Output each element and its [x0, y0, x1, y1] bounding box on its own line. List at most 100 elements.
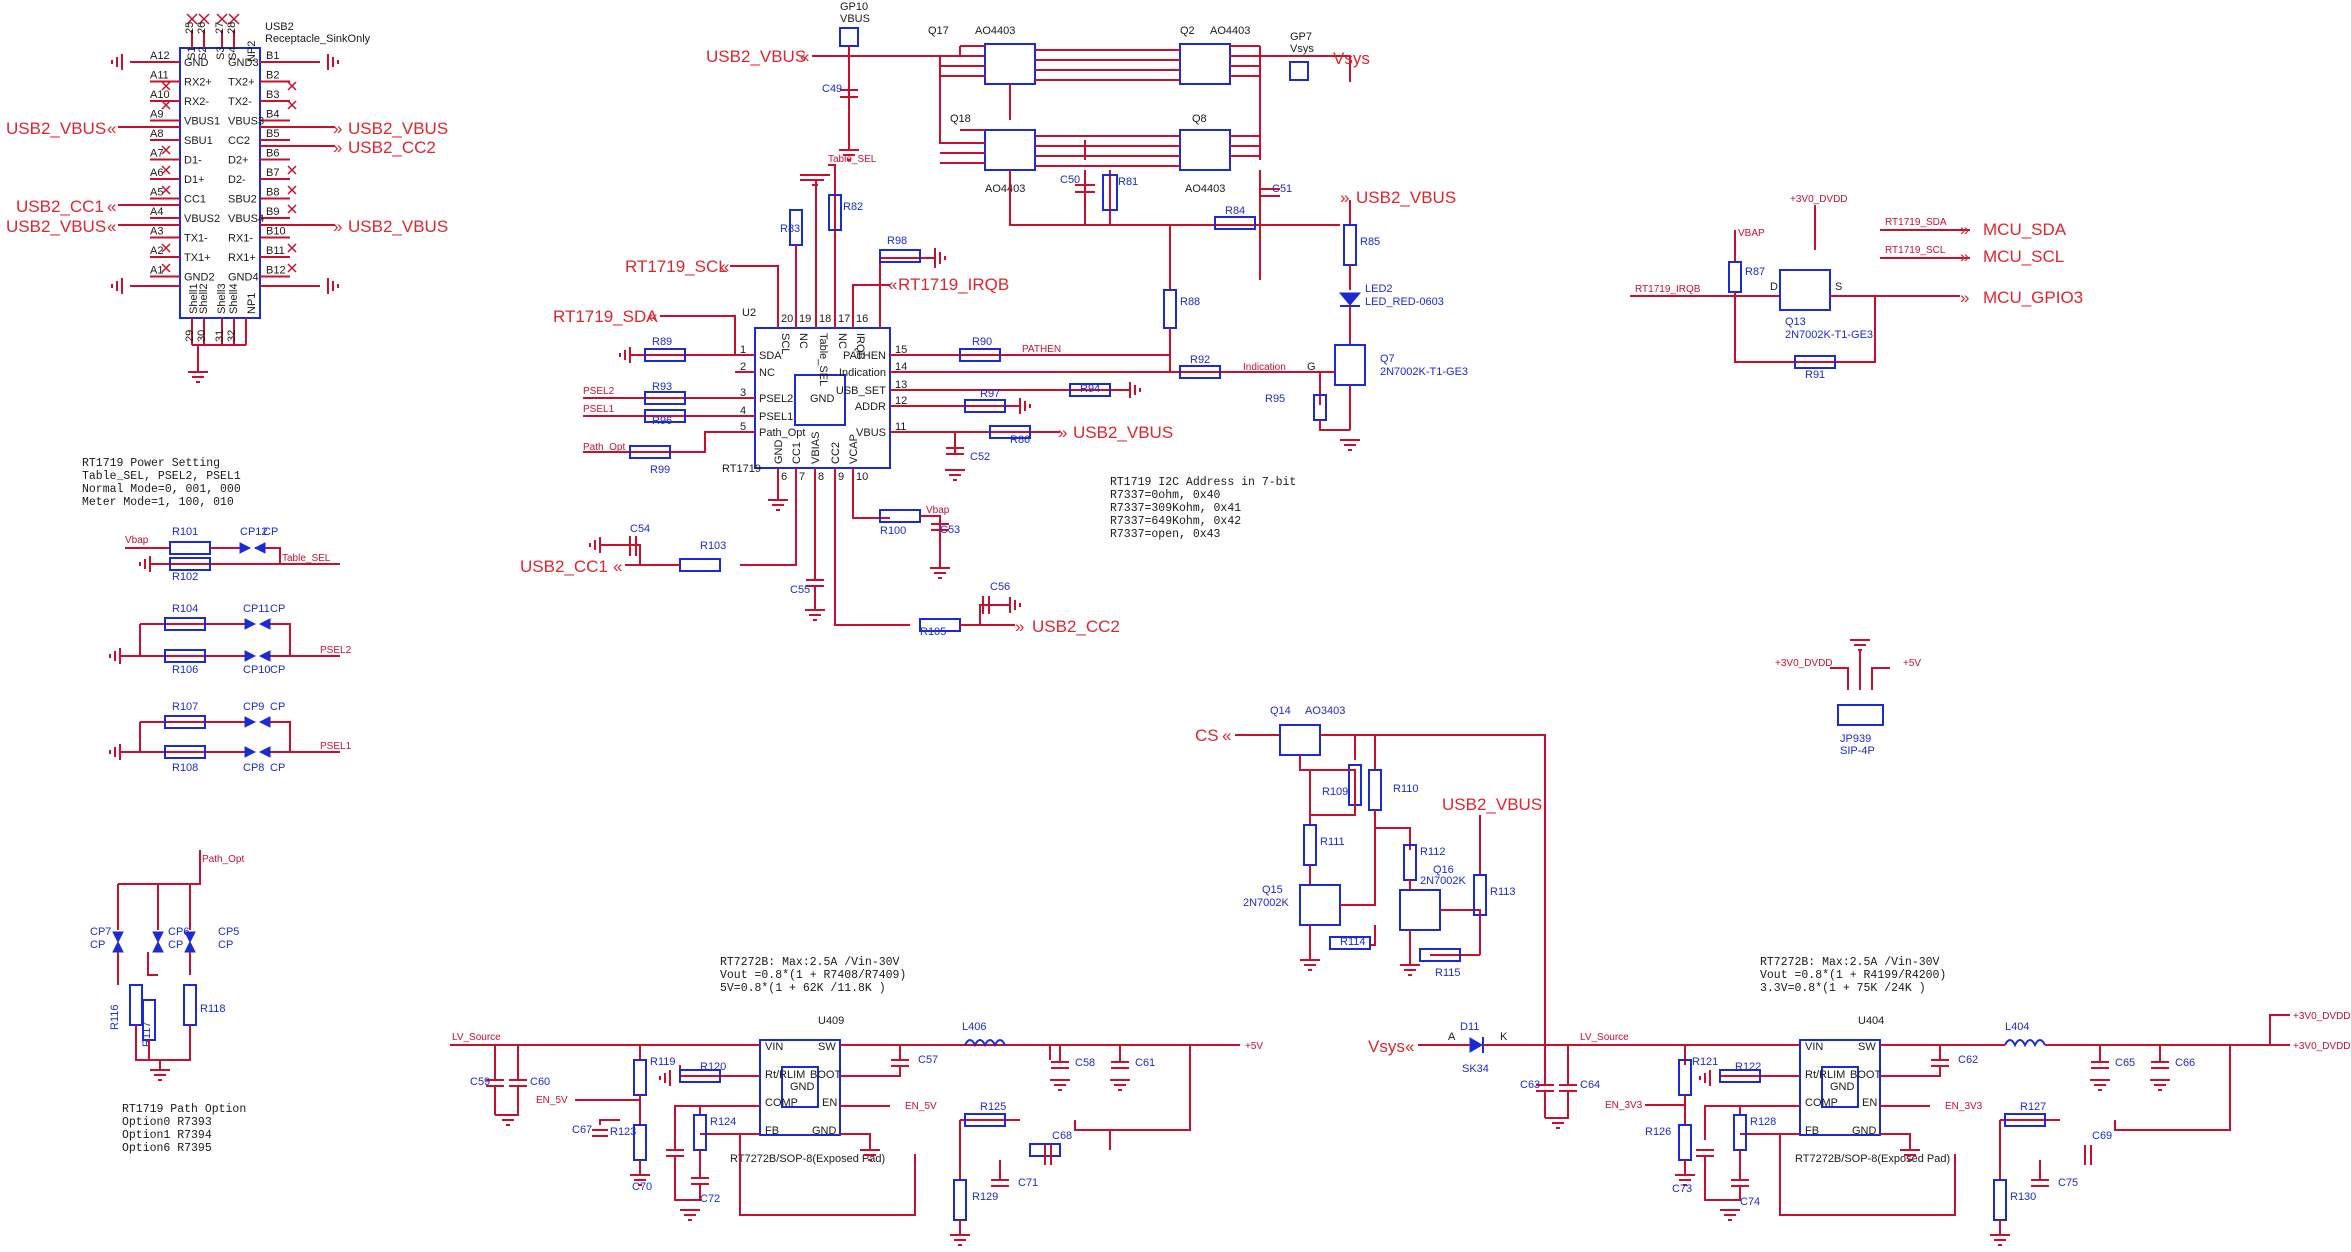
svg-text:C60: C60	[530, 1076, 550, 1088]
net-en-3v3-right: EN_3V3	[1945, 1101, 1983, 1112]
svg-text:R87: R87	[1745, 266, 1765, 278]
svg-text:CP: CP	[270, 664, 285, 676]
svg-text:R130: R130	[2010, 1191, 2036, 1203]
usb2-pin-name: D1+	[184, 174, 205, 186]
regulator-3v3: RT7272B: Max:2.5A /Vin-30V Vout =0.8*(1 …	[1605, 956, 2351, 1246]
u2-pin-num: 9	[838, 471, 844, 483]
net-rt1719-scl: RT1719_SCL	[625, 257, 728, 276]
svg-text:L406: L406	[962, 1021, 986, 1033]
svg-text:U2: U2	[742, 307, 756, 319]
cp12-icon	[239, 542, 266, 554]
svg-text:K: K	[1500, 1031, 1508, 1043]
svg-text:RT7272B: Max:2.5A /Vin-30V: RT7272B: Max:2.5A /Vin-30V	[720, 956, 900, 969]
gp7-pad	[1289, 61, 1309, 81]
svg-text:U409: U409	[818, 1015, 844, 1027]
svg-text:CP8: CP8	[243, 762, 264, 774]
u2-pin-name: SDA	[759, 350, 782, 362]
usb2-pin-num: A12	[150, 50, 170, 62]
net-vsys-d11: Vsys	[1368, 1037, 1405, 1056]
net-vbap-left: Vbap	[125, 535, 149, 546]
q13-mosfet	[1779, 269, 1831, 311]
net-5v-jp: +5V	[1903, 658, 1921, 669]
svg-text:2N7002K-T1-GE3: 2N7002K-T1-GE3	[1380, 366, 1468, 378]
svg-text:R91: R91	[1805, 369, 1825, 381]
svg-text:C70: C70	[632, 1181, 652, 1193]
net-3v0-dvdd-top: +3V0_DVDD	[1790, 194, 1848, 205]
svg-text:2N7002K-T1-GE3: 2N7002K-T1-GE3	[1785, 329, 1873, 341]
usb2-pin-num: B5	[266, 128, 279, 140]
regulator-5v: RT7272B: Max:2.5A /Vin-30V Vout =0.8*(1 …	[450, 956, 1263, 1246]
u2-pin-num: 15	[895, 344, 907, 356]
svg-text:R120: R120	[700, 1061, 726, 1073]
usb2-pin-name: VBUS3	[228, 116, 264, 128]
svg-text:R129: R129	[972, 1191, 998, 1203]
svg-text:5V=0.8*(1 + 62K /11.8K ): 5V=0.8*(1 + 62K /11.8K )	[720, 982, 886, 995]
svg-text:R111: R111	[1320, 836, 1345, 848]
svg-text:BOOT: BOOT	[1850, 1069, 1881, 1081]
svg-text:R7337=open, 0x43: R7337=open, 0x43	[1110, 528, 1221, 541]
svg-text:R83: R83	[780, 223, 800, 235]
net-usb2-vbus-a9: USB2_VBUS	[6, 119, 106, 138]
u2-pin-num: 1	[740, 344, 746, 356]
svg-text:VIN: VIN	[1805, 1041, 1823, 1053]
usb2-pin-name: RX1-	[228, 233, 253, 245]
svg-text:CP5: CP5	[218, 926, 239, 938]
u2-pin-num: 2	[740, 361, 746, 373]
q2-mosfet	[1179, 43, 1231, 85]
cp7-icon	[112, 931, 124, 953]
net-usb2-cc2-rt: USB2_CC2	[1032, 617, 1120, 636]
svg-text:R81: R81	[1118, 176, 1138, 188]
svg-text:R89: R89	[652, 336, 672, 348]
svg-text:C71: C71	[1018, 1177, 1038, 1189]
svg-text:R7337=0ohm, 0x40: R7337=0ohm, 0x40	[1110, 489, 1221, 502]
u2-pin-name: NC	[836, 333, 848, 349]
net-rt-vcc-flag: VBAP	[1738, 228, 1765, 239]
mcu-interface: +3V0_DVDD RT1719_SDA » MCU_SDA RT1719_SC…	[1630, 194, 2083, 381]
svg-text:Vout =0.8*(1 + R4199/R4200): Vout =0.8*(1 + R4199/R4200)	[1760, 969, 1946, 982]
svg-text:CP9: CP9	[243, 701, 264, 713]
svg-text:SIP-4P: SIP-4P	[1840, 745, 1875, 757]
svg-text:R121: R121	[1692, 1056, 1718, 1068]
svg-text:EN: EN	[1862, 1097, 1877, 1109]
arrow-icon: »	[333, 217, 342, 236]
svg-text:U404: U404	[1858, 1015, 1884, 1027]
net-usb2-cc1-rt: USB2_CC1	[520, 557, 608, 576]
svg-text:R94: R94	[1080, 383, 1100, 395]
svg-text:R106: R106	[172, 664, 198, 676]
svg-text:R117: R117	[141, 1022, 153, 1047]
u2-pin-name: VBIAS	[810, 432, 822, 464]
q15-mosfet	[1299, 884, 1341, 926]
svg-text:GND: GND	[1852, 1125, 1877, 1137]
net-usb2-vbus-b4: USB2_VBUS	[348, 119, 448, 138]
svg-text:R96: R96	[652, 415, 672, 427]
svg-text:C73: C73	[1672, 1183, 1692, 1195]
svg-text:SK34: SK34	[1462, 1063, 1489, 1075]
u2-pin-name: PSEL2	[759, 393, 793, 405]
table-sel-cp: Vbap R101 CP12 CP R102 Table_SEL R104 CP…	[109, 526, 352, 774]
usb2-pin-num: A2	[150, 245, 163, 257]
svg-text:Table_SEL, PSEL2, PSEL1: Table_SEL, PSEL2, PSEL1	[82, 470, 241, 483]
u2-pin-num: 17	[838, 313, 850, 325]
svg-text:CP: CP	[168, 939, 183, 951]
svg-text:Rt/RLIM: Rt/RLIM	[1805, 1069, 1845, 1081]
svg-text:AO4403: AO4403	[975, 25, 1015, 37]
net-en-3v3-left: EN_3V3	[1605, 1100, 1643, 1111]
svg-text:FB: FB	[765, 1125, 779, 1137]
svg-text:R7337=309Kohm, 0x41: R7337=309Kohm, 0x41	[1110, 502, 1241, 515]
net-3v0-dvdd-out2: +3V0_DVDD	[2293, 1041, 2351, 1052]
svg-text:VIN: VIN	[765, 1041, 783, 1053]
svg-text:RT1719 I2C Address in 7-bit: RT1719 I2C Address in 7-bit	[1110, 476, 1296, 489]
rt1719-network: RT1719_SCL « RT1719_SDA « RT1719_IRQB « …	[520, 154, 1310, 638]
u2-pin-name: CC1	[791, 442, 803, 464]
u2-pin-name: VBUS	[856, 427, 886, 439]
net-table-sel-top: Table_SEL	[828, 154, 877, 165]
svg-text:26: 26	[196, 22, 208, 34]
svg-text:C65: C65	[2115, 1057, 2135, 1069]
svg-text:AO3403: AO3403	[1305, 705, 1345, 717]
svg-text:GP10: GP10	[840, 1, 868, 13]
svg-text:C64: C64	[1580, 1079, 1600, 1091]
svg-text:27: 27	[214, 22, 226, 34]
svg-text:C69: C69	[2092, 1130, 2112, 1142]
d11-diode-icon	[1469, 1037, 1483, 1053]
